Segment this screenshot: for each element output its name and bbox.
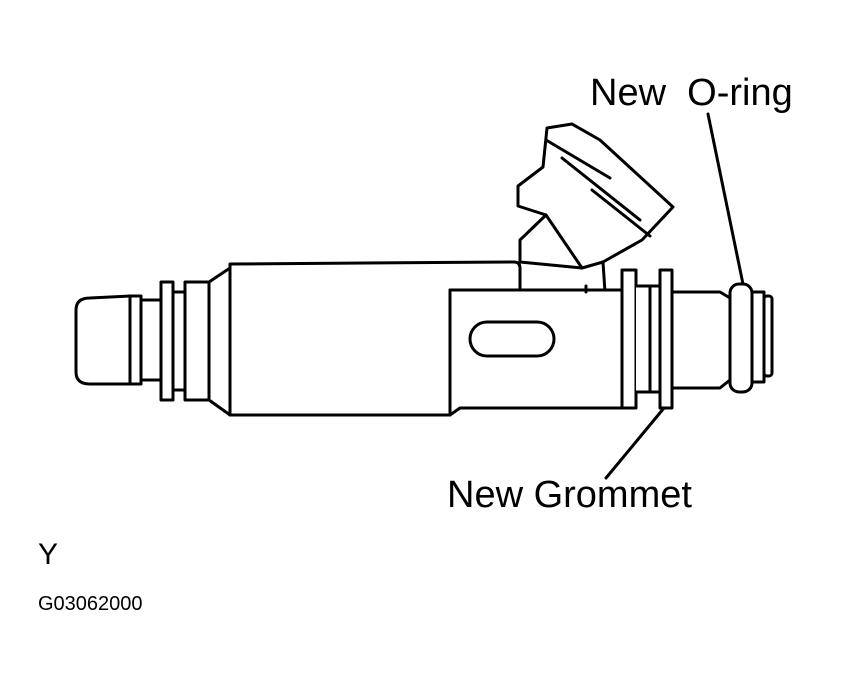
injector-window bbox=[468, 320, 556, 358]
figure-id: G03062000 bbox=[38, 593, 143, 615]
view-letter: Y bbox=[38, 538, 59, 571]
injector-upper-rings bbox=[139, 266, 232, 417]
o-ring-label: New O-ring bbox=[590, 72, 793, 114]
injector-nozzle bbox=[670, 290, 732, 390]
injector-tip bbox=[74, 294, 143, 386]
o-ring-leader-line bbox=[706, 112, 745, 286]
grommet-label: New Grommet bbox=[447, 474, 692, 516]
o-ring bbox=[728, 282, 774, 394]
grommet-leader-line bbox=[604, 406, 666, 480]
grommet bbox=[620, 268, 674, 410]
injector-connector bbox=[516, 122, 675, 294]
injector-body bbox=[228, 260, 624, 417]
